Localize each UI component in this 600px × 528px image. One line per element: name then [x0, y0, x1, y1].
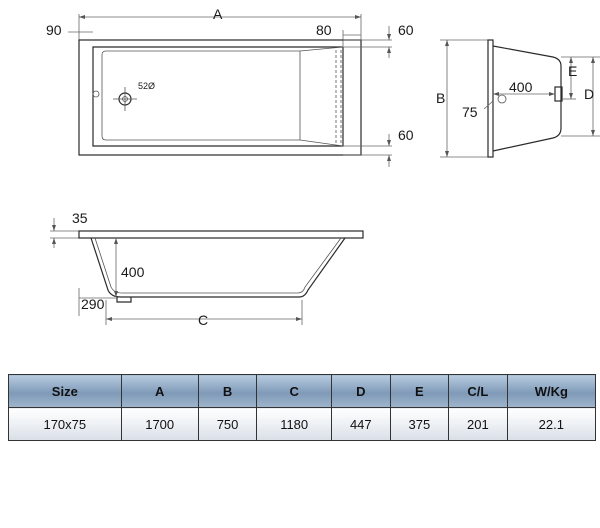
label-75: 75	[462, 104, 478, 120]
label-60-top: 60	[398, 22, 414, 38]
end-view-rim	[487, 39, 494, 158]
cell-size: 170x75	[8, 407, 122, 441]
side-view-body	[90, 237, 346, 298]
header-size: Size	[8, 374, 122, 408]
header-d: D	[331, 374, 391, 408]
specification-table: Size A B C D E C/L W/Kg 170x75 1700 750 …	[8, 374, 597, 441]
cell-d: 447	[331, 407, 391, 441]
technical-drawing: A 80 90 52Ø 60	[46, 6, 600, 328]
header-weight: W/Kg	[506, 374, 597, 408]
label-290: 290	[81, 296, 105, 312]
label-e: E	[568, 63, 577, 79]
label-a: A	[213, 6, 223, 22]
cell-e: 375	[389, 407, 450, 441]
header-e: E	[389, 374, 450, 408]
side-view-rim	[78, 230, 364, 239]
end-view-waste	[497, 94, 507, 104]
table-header-row: Size A B C D E C/L W/Kg	[8, 374, 597, 408]
bath-rim-outline	[78, 39, 362, 156]
cell-weight: 22.1	[506, 407, 597, 441]
label-400-side: 400	[121, 264, 145, 280]
top-view: A 80 90 52Ø 60	[46, 6, 414, 167]
label-b: B	[436, 90, 445, 106]
cell-cl: 201	[448, 407, 508, 441]
side-view-waste	[116, 297, 132, 303]
cell-a: 1700	[120, 407, 199, 441]
label-c: C	[198, 312, 208, 328]
table-row: 170x75 1700 750 1180 447 375 201 22.1	[8, 407, 597, 441]
header-cl: C/L	[448, 374, 508, 408]
label-waste-size: 52Ø	[138, 81, 155, 91]
label-d: D	[584, 86, 594, 102]
label-90: 90	[46, 22, 62, 38]
end-view: B D E 400 75	[436, 39, 600, 158]
cell-b: 750	[197, 407, 258, 441]
overflow-symbol	[92, 90, 100, 98]
label-400-end: 400	[509, 79, 533, 95]
header-a: A	[120, 374, 199, 408]
label-60-bottom: 60	[398, 127, 414, 143]
bath-floor-outline	[101, 50, 301, 141]
header-b: B	[197, 374, 258, 408]
header-c: C	[256, 374, 333, 408]
label-35: 35	[72, 210, 88, 226]
label-80: 80	[316, 22, 332, 38]
side-view: 35 400 290 C	[50, 210, 364, 328]
cell-c: 1180	[256, 407, 333, 441]
end-view-body	[492, 45, 562, 152]
